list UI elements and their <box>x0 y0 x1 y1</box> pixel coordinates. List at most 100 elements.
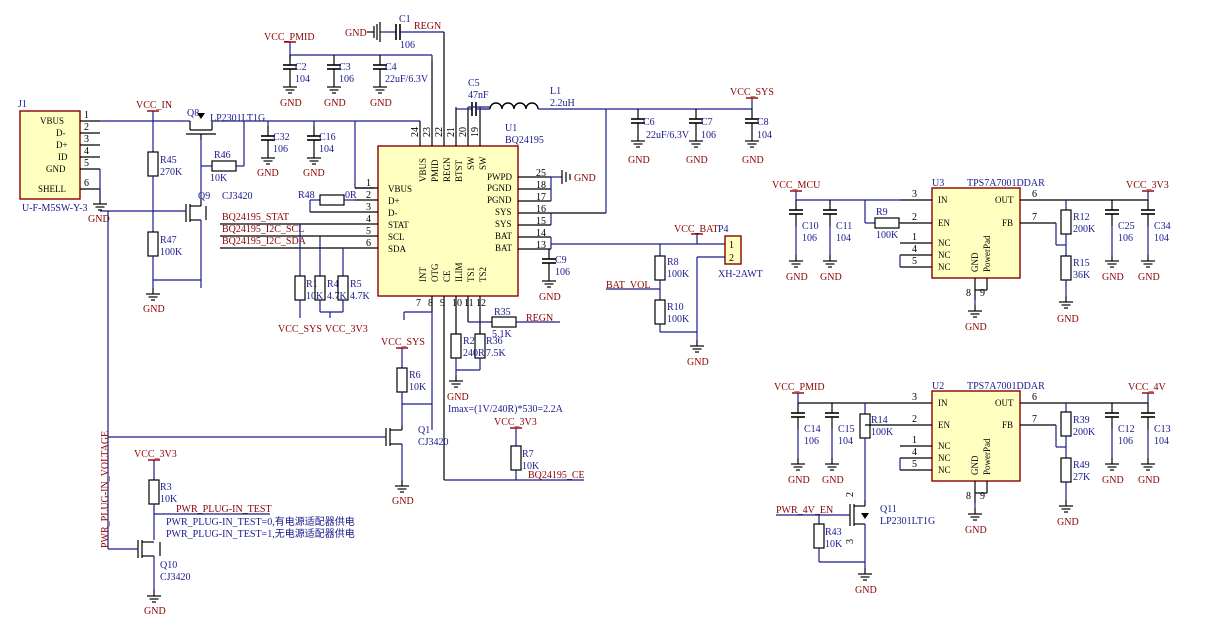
r14-ref: R14 <box>871 415 888 426</box>
transistor-q9: Q9 CJ3420 <box>185 191 253 288</box>
u1-pin-sw1: SW <box>466 156 476 170</box>
c4-val: 22uF/6.3V <box>385 74 429 85</box>
u3-pin-en: EN <box>938 218 950 228</box>
u2-pin-pp: PowerPad <box>982 438 992 475</box>
u1-pin-dp: D+ <box>388 196 400 206</box>
resistor-r39: R39 200K <box>1060 411 1096 438</box>
r3-val: 10K <box>160 494 178 505</box>
u1-ref: U1 <box>505 123 517 134</box>
j1-pin-gnd: GND <box>46 164 66 174</box>
r47-ref: R47 <box>160 235 177 246</box>
gnd-label-j1: GND <box>88 214 110 225</box>
capacitor-c32: C32 106 GND <box>257 121 290 179</box>
net-bq-stat: BQ24195_STAT <box>222 212 289 223</box>
net-vcc-in: VCC_IN <box>136 100 172 111</box>
u1-pin-sda: SDA <box>388 244 407 254</box>
net-vcc-pmid: VCC_PMID <box>264 32 315 43</box>
capacitor-c9: C9 106 GND <box>539 248 570 303</box>
r15-ref: R15 <box>1073 258 1090 269</box>
u1-n12: 12 <box>476 298 486 309</box>
r35-val: 5.1K <box>492 329 513 340</box>
u1-pin-btst: BTST <box>454 159 464 182</box>
u1-pin-ts2: TS2 <box>478 267 488 282</box>
r49-ref: R49 <box>1073 460 1090 471</box>
u1-n15: 15 <box>536 216 546 227</box>
r14-val: 100K <box>871 427 894 438</box>
c10-ref: C10 <box>802 221 819 232</box>
j1-pin-shell: SHELL <box>38 184 66 194</box>
u1-pin-ce: CE <box>442 270 452 282</box>
r36-ref: R36 <box>486 336 503 347</box>
p4-part: XH-2AWT <box>718 269 763 280</box>
gnd-c25: GND <box>1102 272 1124 283</box>
j1-pin-id: ID <box>58 152 68 162</box>
resistor-r47: R47 100K <box>147 231 183 258</box>
q9-ref: Q9 <box>198 191 210 202</box>
c3-val: 106 <box>339 74 354 85</box>
gnd-r49: GND <box>1057 517 1079 528</box>
u1-n9: 9 <box>440 298 445 309</box>
c7-ref: C7 <box>701 117 713 128</box>
gnd-c7: GND <box>686 155 708 166</box>
c11-ref: C11 <box>836 221 852 232</box>
r8-ref: R8 <box>667 257 679 268</box>
u1-n22: 22 <box>434 127 445 137</box>
c32-ref: C32 <box>273 132 290 143</box>
u3-pin-fb: FB <box>1002 218 1013 228</box>
ic-u2-ldo: U2 TPS7A7001DDAR IN EN NC NC NC OUT FB G… <box>798 381 1148 503</box>
u1-pin-ts1: TS1 <box>466 267 476 282</box>
r7-ref: R7 <box>522 449 534 460</box>
capacitor-c11: C11 104 GND <box>820 199 852 283</box>
u1-n20: 20 <box>458 127 469 137</box>
u1-n17: 17 <box>536 192 546 203</box>
gnd-r2: GND <box>447 392 469 403</box>
u3-n6: 6 <box>1032 189 1037 200</box>
inductor-l1: L1 2.2uH <box>480 86 752 110</box>
c5-ref: C5 <box>468 78 480 89</box>
r36-val: 7.5K <box>486 348 507 359</box>
resistor-r7: R7 10K <box>510 445 540 472</box>
q10-part: CJ3420 <box>160 572 191 583</box>
u1-pin-pmid: PMID <box>430 159 440 182</box>
u1-n4: 4 <box>366 214 371 225</box>
net-vcc-mcu: VCC_MCU <box>772 180 821 191</box>
c12-ref: C12 <box>1118 424 1135 435</box>
u1-pin-ilim: ILIM <box>454 263 464 283</box>
u2-ref: U2 <box>932 381 944 392</box>
p4-ref: P4 <box>718 224 729 235</box>
r10-val: 100K <box>667 314 690 325</box>
q1-part: CJ3420 <box>418 437 449 448</box>
capacitor-c5: C5 47nF <box>455 78 490 116</box>
gnd-u3: GND <box>965 322 987 333</box>
u3-n8: 8 <box>966 288 971 299</box>
u3-pin-nc2: NC <box>938 250 951 260</box>
r39-ref: R39 <box>1073 415 1090 426</box>
c5-val: 47nF <box>468 90 489 101</box>
u2-n6: 6 <box>1032 392 1037 403</box>
u1-right-pins: PWPD PGND PGND SYS SYS BAT BAT 25 18 17 … <box>487 168 606 253</box>
r45-val: 270K <box>160 167 183 178</box>
q9-part: CJ3420 <box>222 191 253 202</box>
r43-val: 10K <box>825 539 843 550</box>
capacitor-c12: C12 106 GND <box>1102 402 1135 486</box>
c34-val: 104 <box>1154 233 1169 244</box>
r49-val: 27K <box>1073 472 1091 483</box>
r12-ref: R12 <box>1073 212 1090 223</box>
transistor-q11: Q11 LP2301LT1G 2 3 <box>845 492 935 568</box>
r39-val: 200K <box>1073 427 1096 438</box>
j1-pin-dm: D- <box>56 128 66 138</box>
capacitor-c34: C34 104 GND <box>1138 199 1171 283</box>
j1-pin-vbus: VBUS <box>40 116 64 126</box>
c6-val: 22uF/6.3V <box>646 130 690 141</box>
ic-u3-ldo: U3 TPS7A7001DDAR IN EN NC NC NC OUT FB G… <box>900 178 1148 300</box>
gnd-c12: GND <box>1102 475 1124 486</box>
net-bq-scl: BQ24195_I2C_SCL <box>222 224 304 235</box>
r48-val: 0R <box>345 190 357 201</box>
gnd-c13: GND <box>1138 475 1160 486</box>
r4-val: 4.7K <box>327 291 348 302</box>
r2-val: 240R <box>463 348 485 359</box>
u3-pin-in: IN <box>938 195 948 205</box>
r5-ref: R5 <box>350 279 362 290</box>
r6-val: 10K <box>409 382 427 393</box>
net-vcc-sys-r1: VCC_SYS <box>278 324 322 335</box>
